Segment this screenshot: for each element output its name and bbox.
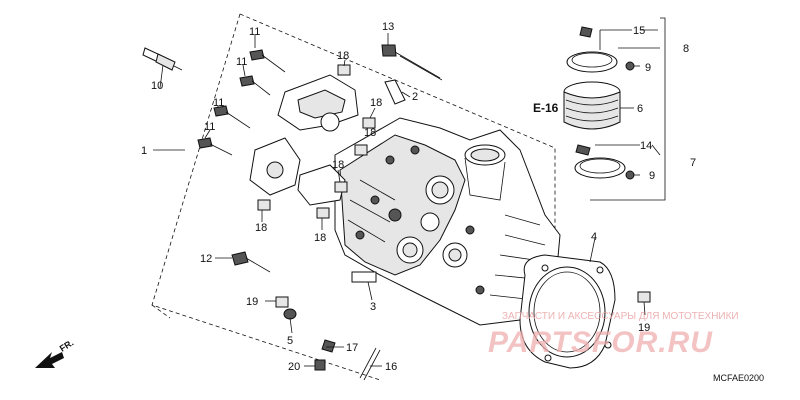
callout-20: 20 xyxy=(288,361,300,373)
washer-19-right xyxy=(637,291,651,303)
callout-10: 10 xyxy=(151,80,163,92)
screw-9-lower xyxy=(625,170,635,180)
assembly-frame-dashed xyxy=(239,13,556,248)
callout-9-upper: 9 xyxy=(645,62,651,74)
guide-2 xyxy=(384,79,406,105)
cylinder-head xyxy=(334,117,561,326)
callout-8: 8 xyxy=(683,43,689,55)
callout-11-a: 11 xyxy=(249,26,260,38)
callout-11-d: 11 xyxy=(204,121,215,133)
bolt-13 xyxy=(381,44,443,81)
screw-9-upper xyxy=(625,61,635,71)
bolts-11 xyxy=(197,49,286,156)
washer-19-left xyxy=(275,296,289,308)
callout-14: 14 xyxy=(640,140,652,152)
insulator-frame xyxy=(590,17,666,201)
camshaft-holder-upper xyxy=(277,74,359,132)
callout-6: 6 xyxy=(637,103,643,115)
callout-12: 12 xyxy=(200,253,212,265)
callout-9-lower: 9 xyxy=(649,170,655,182)
insulator-6 xyxy=(563,81,621,130)
callout-18-f: 18 xyxy=(255,222,267,234)
front-arrow-icon xyxy=(35,352,64,368)
callout-19-right: 19 xyxy=(638,322,650,334)
callout-15: 15 xyxy=(633,25,645,37)
camshaft-holder-lower xyxy=(249,137,346,206)
callout-18-c: 18 xyxy=(364,127,376,139)
leader-lines xyxy=(153,29,661,367)
callout-13: 13 xyxy=(382,21,394,33)
clamp-15 xyxy=(566,26,618,73)
spark-plug xyxy=(142,47,183,71)
callout-2: 2 xyxy=(412,91,418,103)
watermark-tagline: ЗАПЧАСТИ И АКСЕССУАРЫ ДЛЯ МОТОТЕХНИКИ xyxy=(502,311,739,322)
nut-20 xyxy=(314,359,326,371)
callout-4: 4 xyxy=(591,231,597,243)
callout-19-left: 19 xyxy=(246,296,258,308)
clip-17 xyxy=(321,339,336,353)
front-arrow-label: FR. xyxy=(58,338,76,354)
drawing-code: MCFAE0200 xyxy=(713,373,764,383)
watermark-brand: PARTSFOR.RU xyxy=(488,326,713,359)
callout-16: 16 xyxy=(385,361,397,373)
stud-16 xyxy=(359,347,381,381)
callout-17: 17 xyxy=(346,342,358,354)
reference-e16: E-16 xyxy=(533,101,559,115)
callout-3: 3 xyxy=(370,301,376,313)
callout-5: 5 xyxy=(287,335,293,347)
callout-1: 1 xyxy=(141,145,147,157)
bolt-12 xyxy=(231,251,271,273)
callout-11-c: 11 xyxy=(213,97,224,109)
guide-3 xyxy=(351,271,377,283)
callout-18-e: 18 xyxy=(314,232,326,244)
clamp-14 xyxy=(574,144,626,179)
head-gasket xyxy=(519,254,616,369)
callout-7: 7 xyxy=(690,157,696,169)
callout-18-a: 18 xyxy=(337,50,349,62)
seal-5 xyxy=(283,308,297,320)
callout-18-b: 18 xyxy=(370,97,382,109)
callout-11-b: 11 xyxy=(236,56,247,68)
callout-18-d: 18 xyxy=(332,159,344,171)
